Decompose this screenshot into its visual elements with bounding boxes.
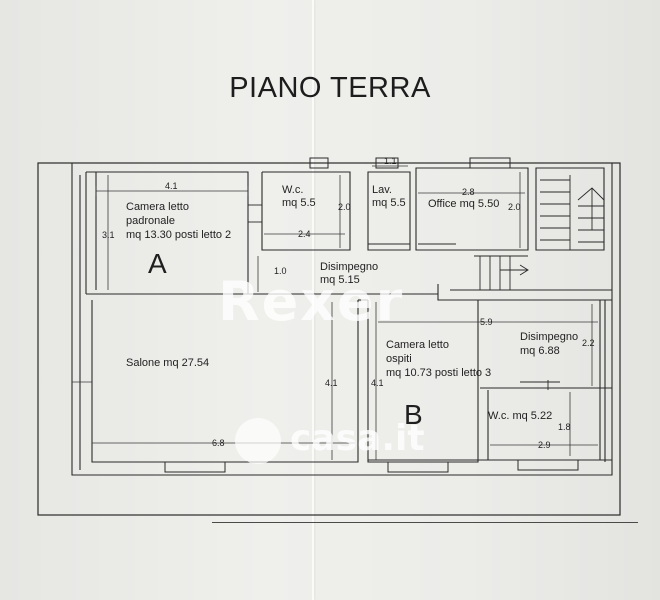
room-label-camera-padronale-1: Camera letto (126, 201, 189, 213)
paper-fold-line (312, 0, 314, 600)
dim-label: 2.0 (508, 202, 521, 212)
room-label-lav-1: Lav. (372, 184, 392, 196)
room-label-salone: Salone mq 27.54 (126, 357, 209, 369)
dim-label: 3.1 (102, 230, 115, 240)
room-label-disimpegno-b-2: mq 6.88 (520, 345, 560, 357)
watermark-casa: casa.it (290, 418, 425, 459)
dim-label: 4.1 (325, 378, 338, 388)
room-label-wc-a-1: W.c. (282, 184, 303, 196)
dim-label: 2.2 (582, 338, 595, 348)
room-labels: Camera letto padronale mq 13.30 posti le… (126, 184, 578, 422)
dim-label: 2.9 (538, 440, 551, 450)
room-label-camera-padronale-3: mq 13.30 posti letto 2 (126, 229, 231, 241)
room-label-lav-2: mq 5.5 (372, 197, 406, 209)
doors (248, 204, 560, 390)
plan-title: PIANO TERRA (229, 72, 431, 104)
dim-label: 1.8 (558, 422, 571, 432)
room-label-disimpegno-a-1: Disimpegno (320, 261, 378, 273)
casa-house-icon (235, 418, 281, 464)
room-label-camera-ospiti-1: Camera letto (386, 339, 449, 351)
staircase (474, 175, 605, 291)
room-label-wc-a-2: mq 5.5 (282, 197, 316, 209)
dim-label: 6.8 (212, 438, 225, 448)
dim-label: 4.1 (165, 181, 178, 191)
room-label-camera-ospiti-2: ospiti (386, 353, 412, 365)
zone-label-a: A (148, 248, 167, 279)
windows (164, 157, 579, 473)
dim-label: 2.0 (338, 202, 351, 212)
room-label-camera-padronale-2: padronale (126, 215, 175, 227)
outer-boundary (37, 162, 621, 516)
dimension-labels: 4.1 3.1 2.0 2.4 1.1 2.8 2.0 1.0 5.9 2.2 … (102, 156, 595, 450)
room-label-wc-b: W.c. mq 5.22 (488, 410, 552, 422)
room-label-disimpegno-b-1: Disimpegno (520, 331, 578, 343)
dimension-lines (72, 165, 598, 460)
dim-label: 1.1 (384, 156, 397, 166)
dim-label: 1.0 (274, 266, 287, 276)
bottom-rule (212, 522, 638, 523)
room-label-disimpegno-a-2: mq 5.15 (320, 274, 360, 286)
dim-label: 5.9 (480, 317, 493, 327)
dim-label: 2.8 (462, 187, 475, 197)
watermark-rexer: Rexer (218, 270, 405, 333)
room-label-office: Office mq 5.50 (428, 198, 499, 210)
dim-label: 2.4 (298, 229, 311, 239)
dim-label: 4.1 (371, 378, 384, 388)
room-label-camera-ospiti-3: mq 10.73 posti letto 3 (386, 367, 491, 379)
zone-label-b: B (404, 399, 423, 430)
